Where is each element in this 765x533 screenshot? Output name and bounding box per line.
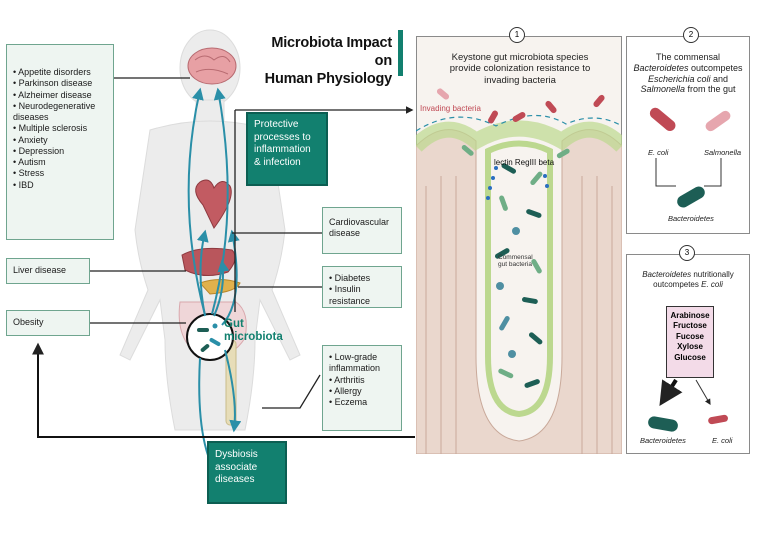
commensal-bacteria (461, 144, 570, 388)
brain-disorder-item: Multiple sclerosis (13, 123, 107, 134)
page-title: Microbiota Impact on Human Physiology (252, 34, 393, 88)
brain-disorder-item: Stress (13, 168, 107, 179)
human-silhouette (119, 29, 301, 431)
panel-2-text: The commensal Bacteroidetes outcompetes … (633, 52, 743, 95)
brain-disorder-item: Depression (13, 146, 107, 157)
panel-2-salmonella-label: Salmonella (704, 148, 742, 157)
sugar-item: Fructose (673, 321, 707, 331)
metabolic-item: Insulin resistance (329, 284, 395, 307)
sugar-item: Fucose (675, 331, 704, 341)
panel-3-illustration (648, 378, 728, 432)
panel-1-number: 1 (509, 27, 525, 43)
panel-3-text: Bacteroidetes nutritionally outcompetes … (642, 270, 734, 289)
protective-processes-box: Protective processes to inflammation & i… (246, 112, 328, 186)
heart-icon (195, 179, 232, 229)
title-line-1: Microbiota Impact on (271, 35, 392, 70)
intestinal-villus-illustration (416, 88, 622, 454)
invading-bacteria-label: Invading bacteria (420, 104, 481, 113)
obesity-label: Obesity (13, 317, 44, 327)
inflammation-item: Low-grade inflammation (329, 352, 395, 375)
invading-bacteria (436, 88, 605, 124)
obesity-box: Obesity (6, 310, 90, 336)
inflammation-item: Allergy (329, 386, 395, 397)
epithelial-cells (425, 176, 613, 454)
brain-disorder-item: Neurodegenerative diseases (13, 101, 107, 124)
panel-2-illustration (649, 107, 731, 208)
panel-3-bacteroidetes-label: Bacteroidetes (640, 436, 686, 445)
commensal-label: Commensal gut bacteria (498, 254, 533, 269)
title-accent-bar (398, 30, 403, 76)
cardiovascular-label: Cardiovascular disease (329, 217, 390, 239)
lectin-regIII-beta (486, 166, 549, 200)
inflammation-item: Eczema (329, 397, 395, 408)
liver-icon (181, 247, 236, 276)
gut-microbiota-label: Gut microbiota (224, 318, 283, 344)
pancreas-icon (199, 279, 241, 295)
lectin-label: lectin RegIII beta (494, 158, 555, 167)
metabolic-box: DiabetesInsulin resistance (322, 266, 402, 308)
sugar-item: Glucose (674, 352, 706, 362)
protective-processes-label: Protective processes to inflammation & i… (254, 119, 311, 168)
metabolic-item: Diabetes (329, 273, 395, 284)
microbe-icons (197, 323, 221, 352)
sugar-item: Xylose (677, 342, 703, 352)
inflammation-list: Low-grade inflammationArthritisAllergyEc… (329, 352, 395, 408)
dysbiosis-box: Dysbiosis associate diseases (207, 441, 287, 504)
panel-3-number: 3 (679, 245, 695, 261)
cardiovascular-box: Cardiovascular disease (322, 207, 402, 254)
title-line-2: Human Physiology (264, 71, 393, 88)
brain-disorder-item: Appetite disorders (13, 67, 107, 78)
brain-disorder-item: Anxiety (13, 135, 107, 146)
liver-disease-box: Liver disease (6, 258, 90, 284)
panel-3-ecoli-label: E. coli (712, 436, 733, 445)
panel-1-text: Keystone gut microbiota species provide … (449, 52, 591, 86)
inflammation-box: Low-grade inflammationArthritisAllergyEc… (322, 345, 402, 431)
dysbiosis-label: Dysbiosis associate diseases (215, 449, 258, 485)
brain-disorder-item: IBD (13, 180, 107, 191)
brain-disorder-item: Parkinson disease (13, 78, 107, 89)
panel-2-ecoli-label: E. coli (648, 148, 669, 157)
panel-2-bacteroidetes-label: Bacteroidetes (668, 214, 714, 223)
panel-2-number: 2 (683, 27, 699, 43)
liver-disease-label: Liver disease (13, 265, 67, 275)
brain-disorder-item: Alzheimer disease (13, 90, 107, 101)
inflammation-item: Arthritis (329, 375, 395, 386)
gut-microbiota-circle (186, 313, 234, 361)
metabolic-list: DiabetesInsulin resistance (329, 273, 395, 307)
brain-disorders-list: Appetite disordersParkinson diseaseAlzhe… (13, 67, 107, 191)
sugar-item: Arabinose (670, 311, 710, 320)
brain-disorders-box: Appetite disordersParkinson diseaseAlzhe… (6, 44, 114, 240)
brain-disorder-item: Autism (13, 157, 107, 168)
brain-icon (187, 47, 237, 85)
